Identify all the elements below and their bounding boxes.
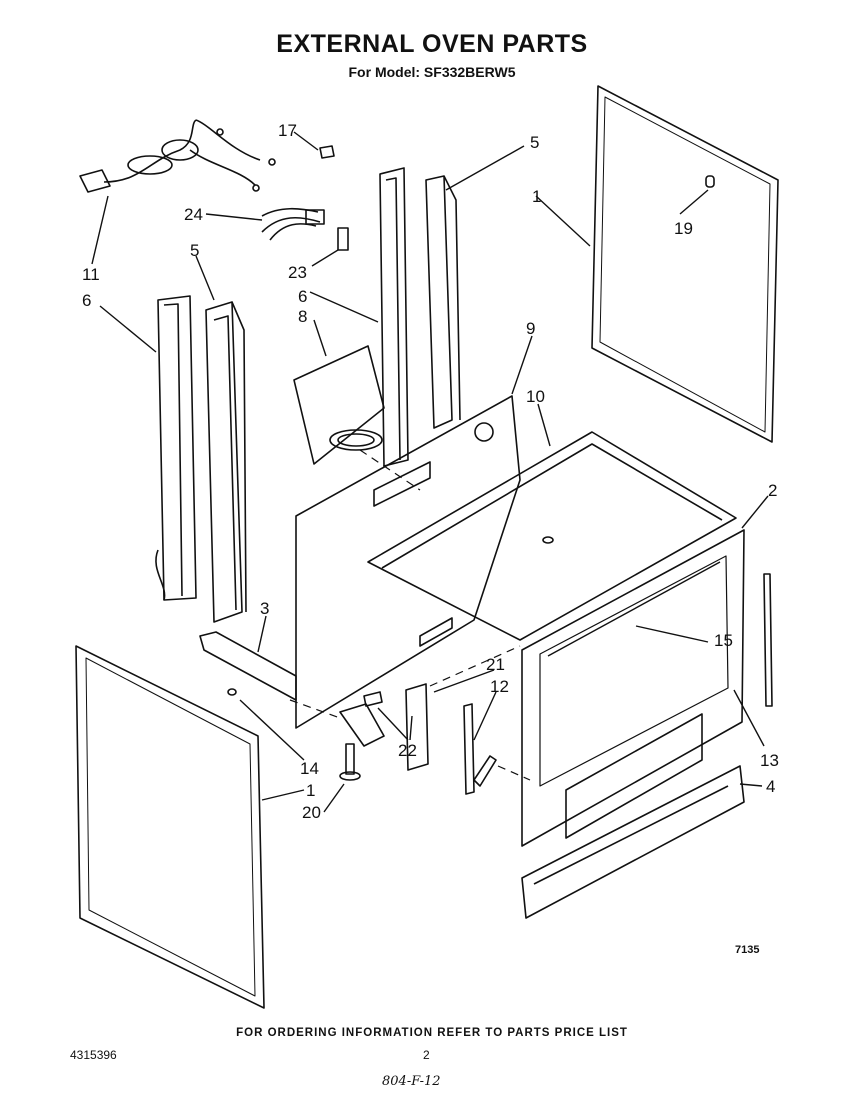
- model-subtitle: For Model: SF332BERW5: [348, 64, 516, 80]
- kick-panel-4: [521, 765, 745, 919]
- callout-6-center: 6: [298, 287, 307, 306]
- vent-duct-8: [293, 345, 385, 465]
- hinge-12: [463, 703, 497, 795]
- side-rail-center-6: [379, 167, 409, 467]
- bracket-20: [405, 683, 429, 771]
- callout-4: 4: [766, 777, 775, 796]
- handwritten-note: 804-F-12: [382, 1074, 441, 1089]
- callout-19: 19: [674, 219, 693, 238]
- leveling-bracket-22: [339, 691, 385, 747]
- callout-5-left: 5: [190, 241, 199, 260]
- callout-21: 20: [302, 803, 321, 822]
- callout-11: 11: [82, 265, 100, 284]
- callout-12: 12: [490, 677, 509, 696]
- callout-23: 23: [288, 263, 307, 282]
- callout-13: 13: [760, 751, 779, 770]
- callout-10: 10: [526, 387, 545, 406]
- side-rail-left-6: [155, 295, 197, 601]
- callout-2: 2: [768, 481, 777, 500]
- callout-22: 22: [398, 741, 417, 760]
- callout-6-left: 6: [82, 291, 91, 310]
- power-cord: [79, 119, 276, 193]
- callout-5-center: 5: [530, 133, 539, 152]
- callout-15: 14: [300, 759, 319, 778]
- page-title: EXTERNAL OVEN PARTS: [276, 30, 588, 58]
- wire-harness-24: [261, 207, 325, 241]
- side-bracket-center-5: [425, 175, 461, 429]
- callout-20: 21: [486, 655, 505, 674]
- callout-8: 8: [298, 307, 307, 326]
- strip-13: [763, 573, 773, 707]
- small-clip-17: [319, 145, 335, 159]
- ordering-notice: FOR ORDERING INFORMATION REFER TO PARTS …: [236, 1027, 628, 1039]
- page-number: 2: [423, 1048, 430, 1062]
- leader-lines: [91, 131, 769, 813]
- callout-labels: 17 5 1 19 24 23 11 5 6 6 8 9 10 2 3 15 2…: [82, 121, 779, 822]
- side-bracket-left-5: [205, 301, 247, 623]
- figure-number: 7135: [735, 944, 760, 956]
- support-bar-3: [199, 631, 297, 701]
- side-panel-left: [75, 645, 265, 1009]
- callout-14: 15: [714, 631, 733, 650]
- trim-14: [547, 561, 721, 657]
- callout-1-bottom: 1: [306, 781, 315, 800]
- document-number: 4315396: [70, 1048, 117, 1062]
- callout-3: 3: [260, 599, 269, 618]
- callout-9: 9: [526, 319, 535, 338]
- front-frame-2: [521, 529, 745, 847]
- callout-1-top: 1: [532, 187, 541, 206]
- callout-17: 17: [278, 121, 297, 140]
- top-panel-10: [367, 431, 737, 641]
- side-panel-right: [591, 85, 779, 443]
- callout-24: 24: [184, 205, 203, 224]
- screw-15: [227, 688, 237, 696]
- clip-23: [337, 227, 349, 251]
- leveling-leg-21: [339, 743, 361, 781]
